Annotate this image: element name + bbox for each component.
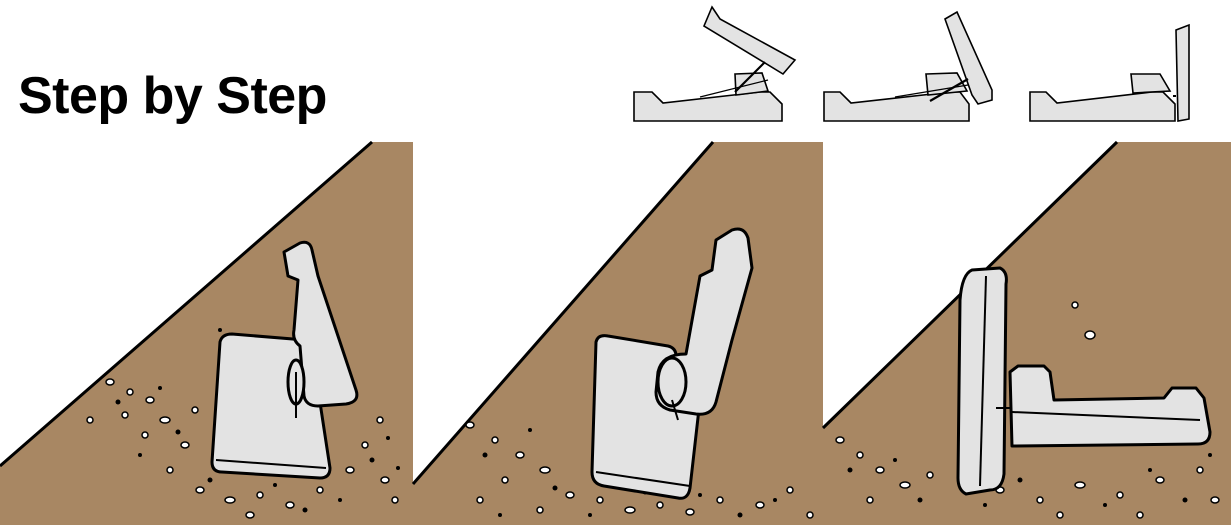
panel-step-3: [823, 142, 1231, 525]
schematic-step-3: [1030, 25, 1189, 121]
soil-slope-3: [823, 142, 1231, 525]
schematic-step-1: [634, 7, 795, 121]
panel-step-1: [0, 142, 413, 525]
schematic-step-2: [824, 12, 992, 121]
panel-step-2: [413, 142, 823, 525]
anchor-hinge-2: [658, 358, 686, 406]
